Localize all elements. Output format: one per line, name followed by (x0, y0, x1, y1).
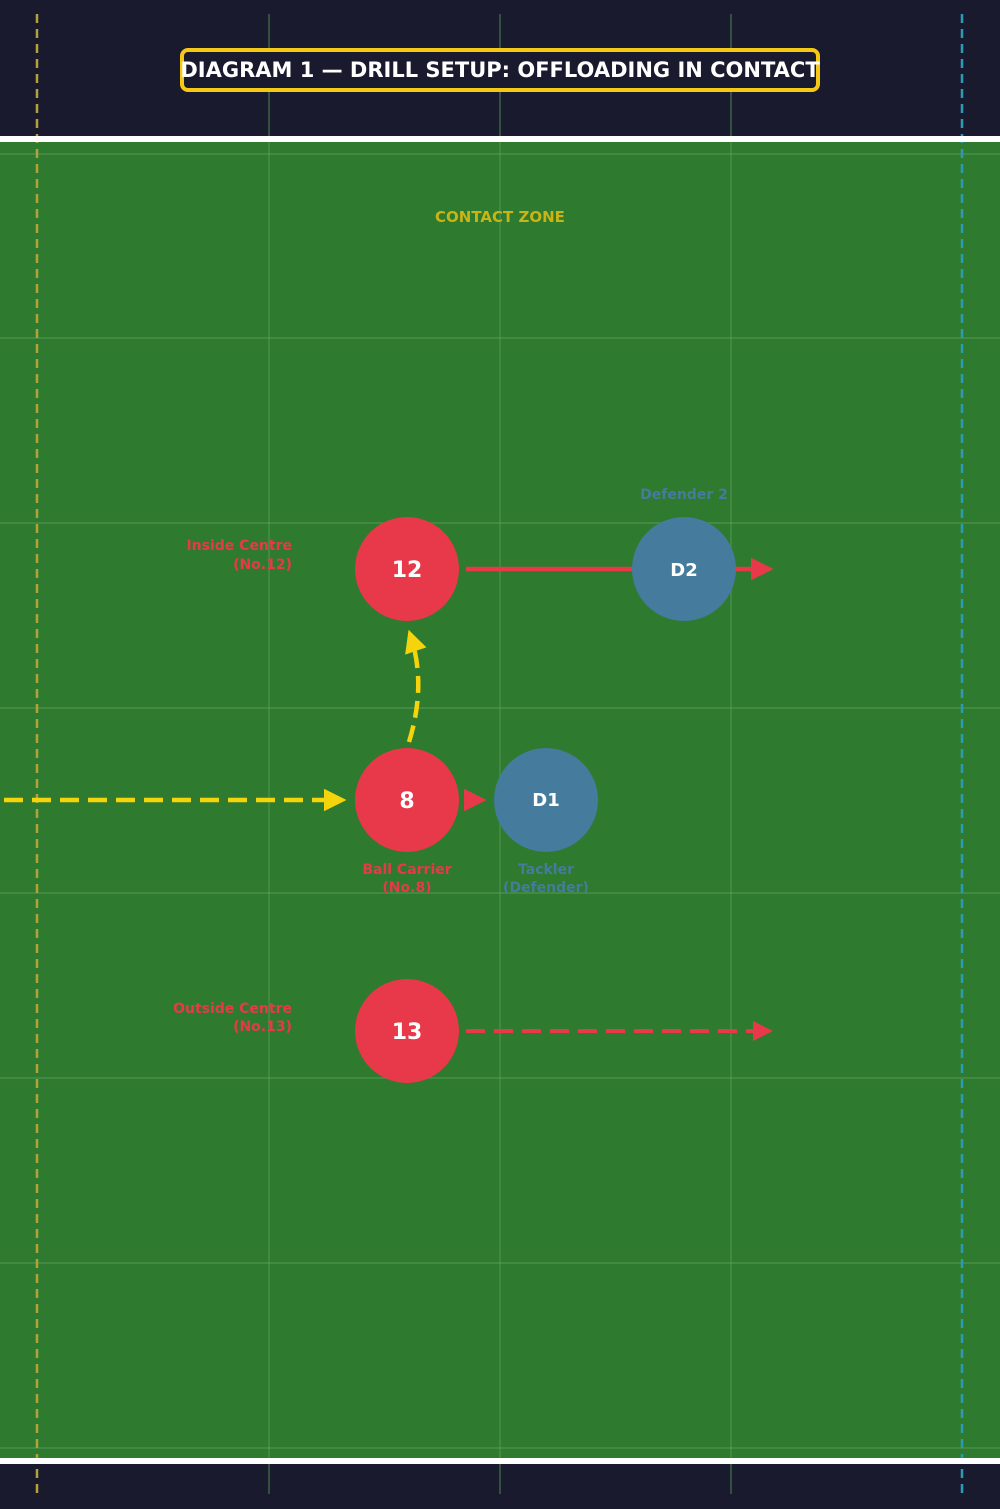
contact-zone-label: CONTACT ZONE (435, 208, 565, 226)
player-label-13-line1: Outside Centre (173, 1001, 292, 1017)
player-label-d1-line1: Tackler (518, 862, 574, 878)
player-label-d2: Defender 2 (640, 487, 728, 503)
player-token-8 (355, 748, 459, 852)
player-outside-centre: 13 Outside Centre (No.13) (173, 979, 459, 1083)
diagram-title-box: DIAGRAM 1 — DRILL SETUP: OFFLOADING IN C… (180, 48, 820, 92)
player-label-d1-line2: (Defender) (503, 880, 589, 896)
bottom-touchline (0, 1458, 1000, 1464)
player-defender-2: D2 Defender 2 (632, 487, 736, 621)
player-number-8: 8 (399, 789, 414, 814)
player-tackler: D1 Tackler (Defender) (494, 748, 598, 896)
player-token-13 (355, 979, 459, 1083)
player-label-13-line2: (No.13) (233, 1019, 292, 1035)
player-token-d2 (632, 517, 736, 621)
player-label-8-line2: (No.8) (382, 880, 431, 896)
player-number-d2: D2 (670, 560, 697, 581)
player-ball-carrier: 8 Ball Carrier (No.8) (355, 748, 459, 896)
top-touchline (0, 136, 1000, 142)
player-number-d1: D1 (532, 790, 559, 811)
player-number-13: 13 (392, 1020, 423, 1045)
player-number-12: 12 (392, 558, 423, 583)
diagram-title: DIAGRAM 1 — DRILL SETUP: OFFLOADING IN C… (180, 58, 820, 82)
offload-pass-curve (405, 629, 427, 743)
player-label-8-line1: Ball Carrier (362, 862, 451, 878)
vertical-grid (268, 14, 732, 1494)
player-label-12-line1: Inside Centre (186, 538, 292, 554)
horizontal-grid (0, 153, 1000, 1449)
player-token-d1 (494, 748, 598, 852)
player-token-12 (355, 517, 459, 621)
player-label-12-line2: (No.12) (233, 557, 292, 573)
player-inside-centre: 12 Inside Centre (No.12) (186, 517, 459, 621)
